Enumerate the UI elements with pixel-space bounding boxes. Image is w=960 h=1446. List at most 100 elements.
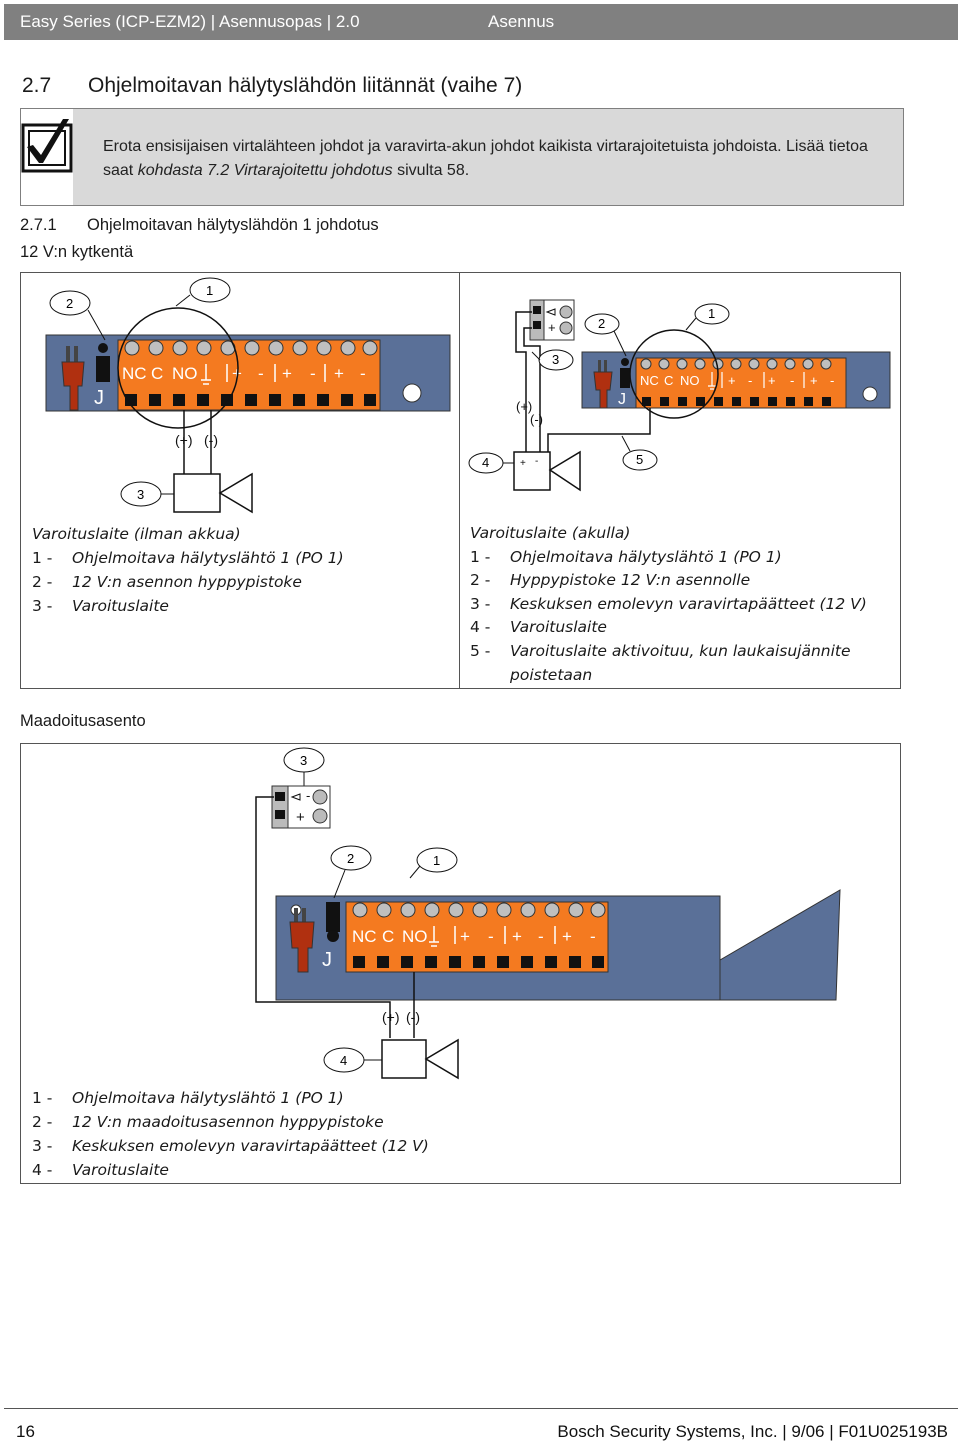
diagram-ground: 3 + - J: [255, 747, 841, 1080]
callout-3: 3: [137, 487, 144, 502]
callout-2: 2: [347, 851, 354, 866]
caption-right-item: 3 -Keskuksen emolevyn varavirtapäätteet …: [470, 594, 867, 613]
aux-minus: -: [306, 788, 310, 803]
page-number: 16: [16, 1422, 35, 1441]
caption-right-item: 2 -Hyppypistoke 12 V:n asennolle: [470, 571, 751, 590]
aux-plus: +: [296, 809, 305, 826]
callout-5: 5: [636, 452, 643, 467]
caption-left-item: 2 -12 V:n asennon hyppypistoke: [32, 573, 302, 591]
terminal-minus: -: [310, 364, 316, 383]
terminal-nc: NC: [122, 364, 147, 383]
section-number: 2.7: [22, 74, 52, 97]
caption-left-item: 3 -Varoituslaite: [32, 597, 169, 615]
terminal-minus: -: [748, 373, 752, 388]
terminal-c: C: [151, 364, 163, 383]
terminal-c: C: [664, 373, 673, 388]
terminal-plus: +: [334, 364, 344, 383]
note-reference: kohdasta 7.2 Virtarajoitettu johdotus: [137, 162, 393, 179]
terminal-plus: +: [728, 373, 736, 388]
siren-plus: +: [520, 458, 526, 469]
jumper-label: J: [618, 391, 626, 408]
page-header: Easy Series (ICP-EZM2) | Asennusopas | 2…: [4, 4, 958, 40]
aux-terminal-icon: + -: [271, 785, 331, 829]
siren-minus: -: [535, 456, 538, 467]
terminal-minus: -: [488, 927, 494, 946]
terminal-no: NO: [172, 364, 198, 383]
caption-bottom-item: 1 -Ohjelmoitava hälytyslähtö 1 (PO 1): [32, 1089, 344, 1107]
subsection-heading: 2.7.1 Ohjelmoitavan hälytyslähdön 1 johdo…: [20, 216, 379, 235]
callout-4: 4: [340, 1053, 347, 1068]
figure-divider: [459, 272, 460, 689]
terminal-minus: -: [360, 364, 366, 383]
terminal-minus: -: [258, 364, 264, 383]
caption-bottom: 1 -Ohjelmoitava hälytyslähtö 1 (PO 1) 2 …: [32, 1086, 429, 1182]
callout-3: 3: [300, 753, 307, 768]
siren-icon: [173, 472, 253, 514]
terminal-minus: -: [830, 373, 834, 388]
callout-2: 2: [598, 316, 605, 331]
terminal-minus: -: [790, 373, 794, 388]
wire-pos-label: (+): [175, 432, 193, 448]
note-text-start: Erota ensisijaisen virtalähteen johdot j…: [103, 138, 868, 179]
checkbox-icon: [21, 109, 73, 205]
terminal-minus: -: [538, 927, 544, 946]
note-text: Erota ensisijaisen virtalähteen johdot j…: [103, 135, 893, 183]
footer-text: Bosch Security Systems, Inc. | 9/06 | F0…: [557, 1422, 948, 1441]
caption-left-title: Varoituslaite (ilman akkua): [32, 525, 241, 543]
caption-right-title: Varoituslaite (akulla): [470, 524, 631, 542]
terminal-nc: NC: [640, 373, 659, 388]
callout-1: 1: [206, 283, 213, 298]
siren-icon: [381, 1038, 459, 1080]
terminal-plus: +: [232, 364, 242, 383]
callout-2: 2: [66, 296, 73, 311]
aux-terminal-icon: +: [529, 299, 575, 341]
sub-ground-heading: Maadoitusasento: [20, 712, 146, 730]
wire-pos-label: (+): [516, 399, 532, 414]
caption-left: Varoituslaite (ilman akkua) 1 -Ohjelmoit…: [32, 522, 344, 618]
terminal-c: C: [382, 927, 394, 946]
terminal-no: NO: [402, 927, 428, 946]
terminal-plus: +: [512, 927, 522, 946]
jumper-icon: [289, 902, 340, 973]
terminal-plus: +: [460, 927, 470, 946]
wire-neg-label: (-): [406, 1009, 420, 1025]
subsection-number: 2.7.1: [20, 216, 57, 234]
caption-right-item: 1 -Ohjelmoitava hälytyslähtö 1 (PO 1): [470, 547, 782, 566]
callout-1: 1: [433, 853, 440, 868]
callout-3: 3: [552, 352, 559, 367]
terminal-no: NO: [680, 373, 700, 388]
diagram-left: J NC C NO + - + - + - 2 1: [45, 277, 451, 514]
callout-4: 4: [482, 455, 489, 470]
wire-neg-label: (-): [530, 412, 543, 427]
sub-12v-heading: 12 V:n kytkentä: [20, 243, 134, 261]
note-text-end: sivulta 58.: [392, 162, 470, 179]
caption-bottom-item: 2 -12 V:n maadoitusasennon hyppypistoke: [32, 1113, 384, 1131]
siren-icon: + -: [513, 450, 581, 492]
caption-bottom-item: 3 -Keskuksen emolevyn varavirtapäätteet …: [32, 1137, 429, 1155]
caption-left-item: 1 -Ohjelmoitava hälytyslähtö 1 (PO 1): [32, 549, 344, 567]
jumper-label: J: [94, 387, 104, 409]
caption-right-item: 4 -Varoituslaite: [470, 618, 607, 637]
terminal-minus: -: [590, 927, 596, 946]
callout-1: 1: [708, 306, 715, 321]
caption-right: Varoituslaite (akulla) 1 -Ohjelmoitava h…: [470, 522, 867, 687]
caption-right-item: poistetaan: [510, 665, 593, 684]
terminal-plus: +: [810, 373, 818, 388]
aux-plus: +: [548, 320, 556, 335]
wire-pos-label: (+): [382, 1009, 400, 1025]
terminal-plus: +: [768, 373, 776, 388]
jumper-label: J: [322, 949, 332, 971]
terminal-plus: +: [562, 927, 572, 946]
terminal-nc: NC: [352, 927, 377, 946]
note-box: Erota ensisijaisen virtalähteen johdot j…: [20, 108, 904, 206]
jumper-icon: [61, 343, 110, 411]
footer-rule: [4, 1408, 958, 1409]
caption-right-item: 5 -Varoituslaite aktivoituu, kun laukais…: [470, 641, 851, 660]
header-section: Asennus: [488, 12, 555, 31]
header-title: Easy Series (ICP-EZM2) | Asennusopas | 2…: [20, 12, 360, 31]
terminal-plus: +: [282, 364, 292, 383]
caption-bottom-item: 4 -Varoituslaite: [32, 1161, 169, 1179]
subsection-title: Ohjelmoitavan hälytyslähdön 1 johdotus: [87, 216, 379, 234]
